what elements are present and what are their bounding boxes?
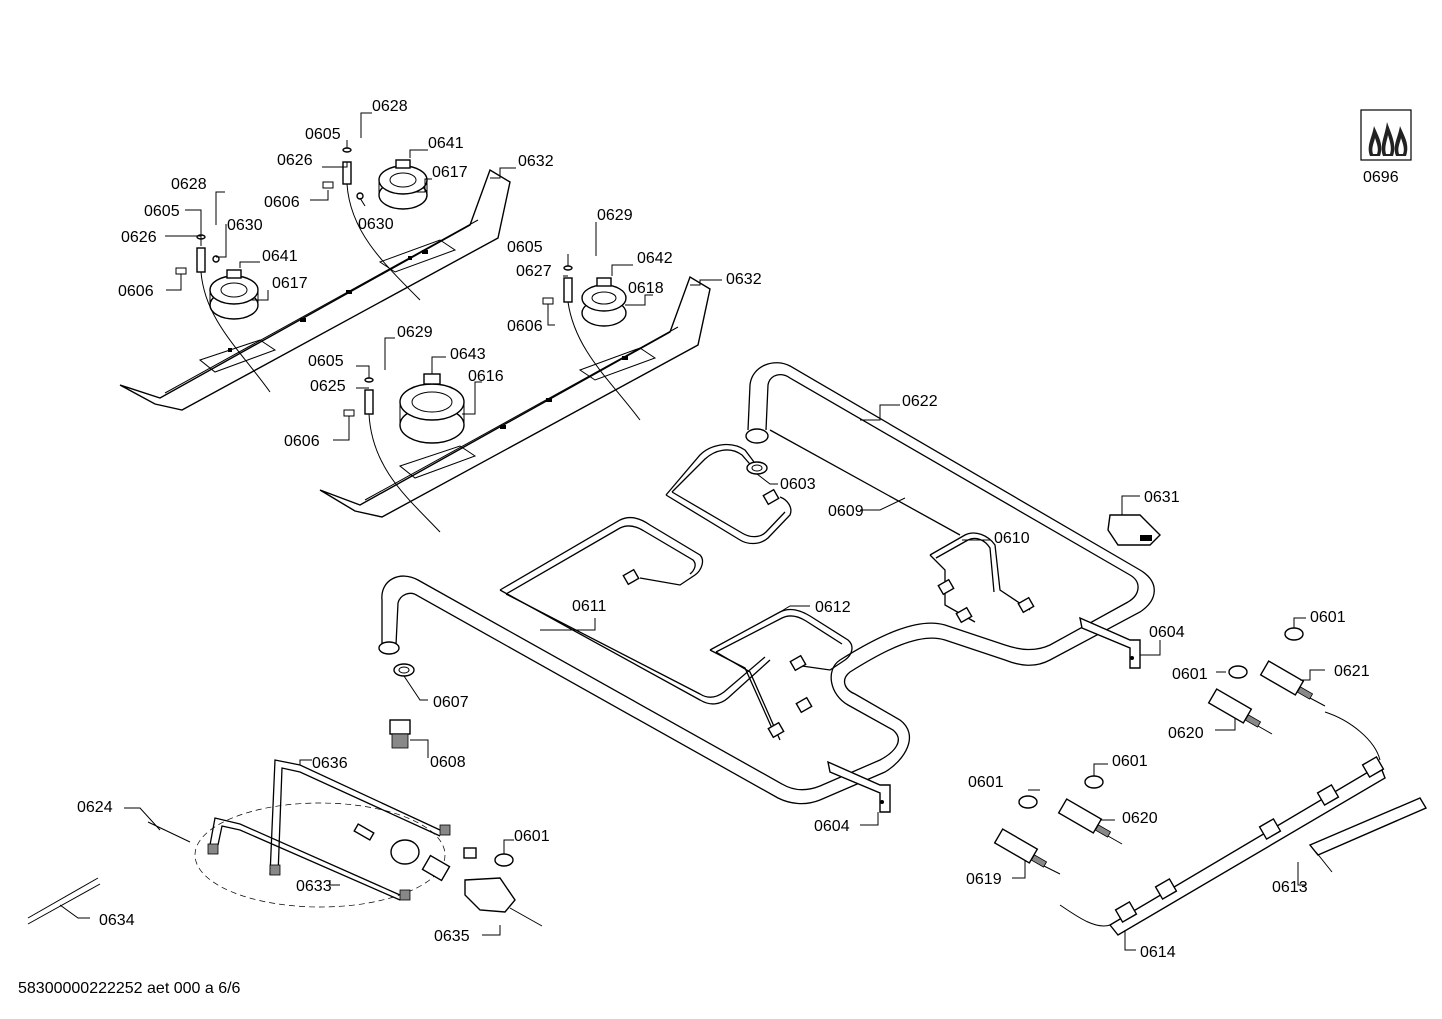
thermocouple-assembly [27,759,543,927]
part-label: 0641 [262,248,298,265]
part-label: 0631 [1144,489,1180,506]
part-label: 0620 [1122,810,1158,827]
part-label: 0609 [828,503,864,520]
part-label: 0604 [814,818,850,835]
part-label: 0605 [144,203,180,220]
part-label: 0624 [77,799,113,816]
part-label: 0601 [1310,609,1346,626]
part-label: 0621 [1334,663,1370,680]
part-label: 0606 [507,318,543,335]
gas-lines [499,429,1031,741]
burner-rail-lower [319,275,711,518]
valve-0620-top [1207,688,1273,735]
part-label: 0634 [99,912,135,929]
bracket-0604-left [827,760,891,813]
part-label: 0641 [428,135,464,152]
part-label: 0622 [902,393,938,410]
part-label: 0630 [227,217,263,234]
electrodes-lower [343,228,641,533]
part-label: 0619 [966,871,1002,888]
document-code: 58300000222252 aet 000 a 6/6 [18,980,241,997]
part-label: 0605 [507,239,543,256]
burner-0641-left [209,269,259,320]
part-label: 0629 [397,324,433,341]
part-label: 0632 [518,153,554,170]
burner-0642 [581,277,627,327]
part-label: 0635 [434,928,470,945]
burner-rail-upper [119,168,511,411]
part-label: 0611 [572,598,607,615]
fitting-0608 [389,719,411,749]
washer-0607 [393,663,415,677]
part-label: 0607 [433,694,469,711]
part-label: 0610 [994,530,1030,547]
part-label: 0601 [514,828,550,845]
part-label: 0620 [1168,725,1204,742]
burner-0643 [399,373,465,444]
fittings [622,461,1035,739]
gas-flame-icon [1360,109,1412,161]
part-label: 0629 [597,207,633,224]
part-label: 0604 [1149,624,1185,641]
part-label: 0626 [121,229,157,246]
electrodes-upper [175,118,421,393]
part-label: 0627 [516,263,552,280]
part-label: 0617 [272,275,308,292]
part-label: 0630 [358,216,394,233]
valve-0619 [993,828,1061,875]
part-label: 0613 [1272,879,1308,896]
part-label: 0618 [628,280,664,297]
ignition-rail-0614 [1059,711,1386,936]
part-label: 0606 [264,194,300,211]
part-label: 0601 [1172,666,1208,683]
part-label: 0614 [1140,944,1176,961]
part-0631 [1107,514,1161,546]
part-label: 0616 [468,368,504,385]
part-label: 0628 [372,98,408,115]
part-label: 0642 [637,250,673,267]
part-label: 0605 [308,353,344,370]
bracket-0604-right [1079,616,1141,669]
part-label: 0626 [277,152,313,169]
part-label: 0628 [171,176,207,193]
part-label: 0606 [284,433,320,450]
part-label: 0612 [815,599,851,616]
part-labels: 0628 0605 0641 0626 0617 0632 0606 0630 … [77,98,1399,961]
part-label: 0601 [968,774,1004,791]
part-label: 0608 [430,754,466,771]
main-gas-pipe [378,362,1155,805]
caps-0601 [494,627,1304,867]
part-label: 0696 [1363,169,1399,186]
leader-lines [59,112,1325,951]
part-label: 0643 [450,346,486,363]
strip-0613 [1308,797,1428,873]
part-label: 0606 [118,283,154,300]
part-label: 0625 [310,378,346,395]
part-label: 0632 [726,271,762,288]
burner-0641-upper [378,159,428,210]
part-label: 0636 [312,755,348,772]
part-label: 0601 [1112,753,1148,770]
part-label: 0605 [305,126,341,143]
part-label: 0633 [296,878,332,895]
part-label: 0603 [780,476,816,493]
valve-0621 [1259,660,1326,707]
part-label: 0617 [432,164,468,181]
valve-0620-mid [1057,798,1123,845]
